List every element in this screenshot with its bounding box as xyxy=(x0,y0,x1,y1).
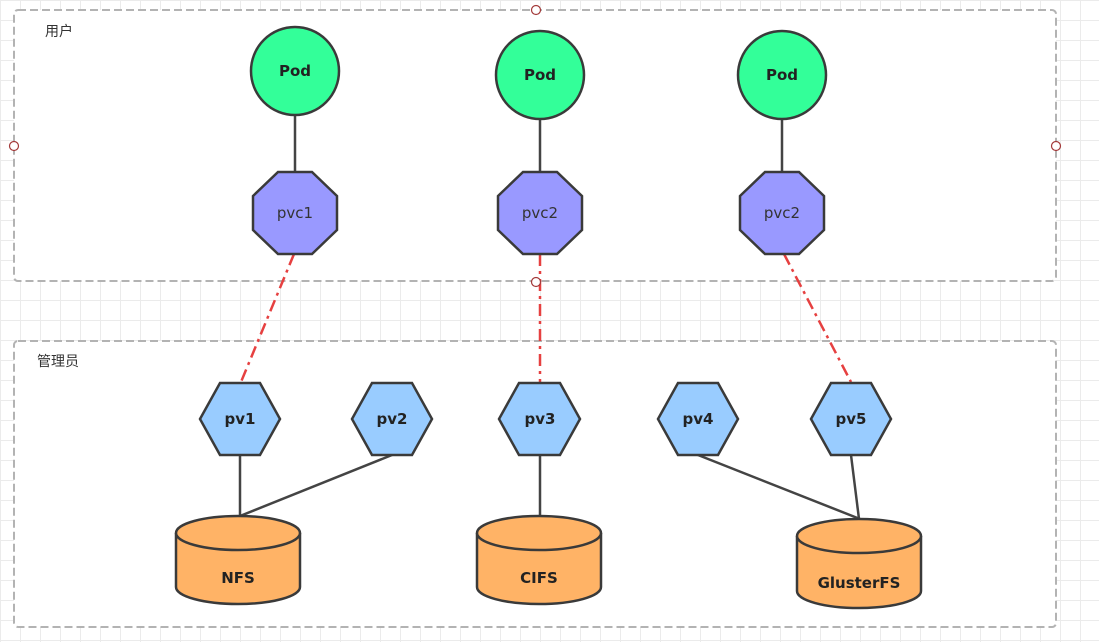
pvc-label: pvc2 xyxy=(522,204,558,222)
binding-pvc1-pv1[interactable] xyxy=(239,253,296,383)
pvc-node[interactable]: pvc2 xyxy=(738,170,826,256)
pv-label: pv2 xyxy=(377,410,408,428)
pv-label: pv4 xyxy=(683,410,714,428)
resize-handle-left[interactable] xyxy=(8,140,20,152)
user-group-label: 用户 xyxy=(45,23,73,40)
pvc-label: pvc1 xyxy=(277,204,313,222)
pv-node[interactable]: pv4 xyxy=(656,381,740,457)
storage-label: CIFS xyxy=(520,569,558,587)
link-pv5-glusterfs[interactable] xyxy=(849,454,861,520)
storage-node[interactable]: CIFS xyxy=(475,514,603,606)
pod-node[interactable]: Pod xyxy=(736,29,828,121)
pvc-node[interactable]: pvc2 xyxy=(496,170,584,256)
pv-node[interactable]: pv1 xyxy=(198,381,282,457)
link-pv4-glusterfs[interactable] xyxy=(697,453,861,521)
storage-node[interactable]: GlusterFS xyxy=(795,517,923,610)
pod-node[interactable]: Pod xyxy=(494,29,586,121)
pv-node[interactable]: pv2 xyxy=(350,381,434,457)
pod-label: Pod xyxy=(279,62,311,80)
pod-label: Pod xyxy=(766,66,798,84)
pv-label: pv3 xyxy=(525,410,556,428)
storage-node[interactable]: NFS xyxy=(174,514,302,606)
pv-label: pv1 xyxy=(225,410,256,428)
pvc-node[interactable]: pvc1 xyxy=(251,170,339,256)
storage-label: NFS xyxy=(221,569,255,587)
resize-handle-bottom[interactable] xyxy=(530,276,542,288)
storage-label: GlusterFS xyxy=(818,574,901,592)
pvc-label: pvc2 xyxy=(764,204,800,222)
pod-label: Pod xyxy=(524,66,556,84)
link-pv2-nfs[interactable] xyxy=(239,453,393,518)
pod-node[interactable]: Pod xyxy=(249,25,341,117)
pv-node[interactable]: pv5 xyxy=(809,381,893,457)
resize-handle-top[interactable] xyxy=(530,4,542,16)
admin-group-label: 管理员 xyxy=(37,354,79,370)
pv-node[interactable]: pv3 xyxy=(497,381,582,457)
resize-handle-right[interactable] xyxy=(1050,140,1062,152)
pv-label: pv5 xyxy=(836,410,867,428)
